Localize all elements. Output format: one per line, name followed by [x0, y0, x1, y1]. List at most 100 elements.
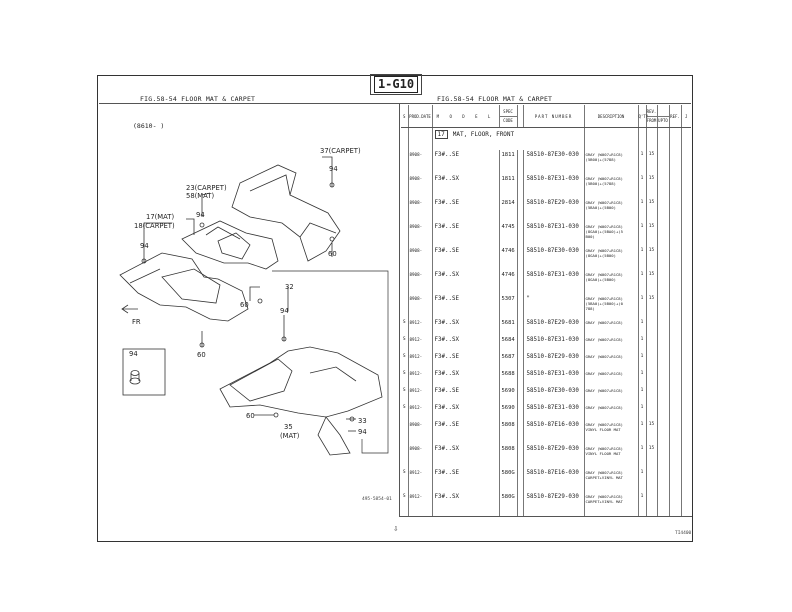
- cell-prod-date: 8908-: [407, 294, 432, 318]
- description-line: (8GA0)+(5B00): [585, 253, 616, 258]
- header-from: FROM: [646, 116, 657, 123]
- header-ref: REF.: [668, 105, 681, 128]
- cell-prod-date: 8912-: [407, 468, 432, 492]
- cell-description: GRAY (W007+R1C8)(5B00)+(5788): [583, 174, 638, 198]
- description-line: VINYL FLOOR MAT: [585, 451, 621, 456]
- cell-rev-upto: [656, 369, 669, 386]
- header-rev-from: REV.FROM: [645, 105, 657, 128]
- cell-prod-date: 8912-: [407, 403, 432, 420]
- group-name: MAT, FLOOR, FRONT: [452, 131, 515, 138]
- callout-94: 94: [140, 242, 149, 250]
- cell-marker: [516, 492, 523, 516]
- header-upto-label: UPTO: [657, 116, 669, 123]
- cell-ref: [668, 444, 681, 468]
- lower-mat-outline: [219, 346, 383, 418]
- cell-rev-upto: [656, 468, 669, 492]
- cell-rev-from: 15: [645, 270, 657, 294]
- cell-spec-code: 5687: [498, 352, 517, 369]
- cell-marker: [516, 335, 523, 352]
- cell-prod-date: 8912-: [407, 492, 432, 516]
- header-qty: Q'TY: [637, 105, 648, 128]
- cell-j: [680, 468, 691, 492]
- cell-part-number: 58510-87E31-030: [522, 335, 584, 352]
- cell-rev-upto: [656, 403, 669, 420]
- cell-marker: [516, 318, 523, 335]
- cell-j: [680, 174, 691, 198]
- cell-s: [401, 174, 408, 198]
- cell-rev-upto: [656, 492, 669, 516]
- cell-qty: 1: [637, 222, 646, 246]
- cell-j: [680, 335, 691, 352]
- cell-prod-date: 8908-: [407, 222, 432, 246]
- cell-j: [680, 352, 691, 369]
- cell-rev-upto: [656, 294, 669, 318]
- cell-part-number: 58510-87E29-030: [522, 492, 584, 516]
- cell-marker: [516, 420, 523, 444]
- header-code: CODE: [499, 116, 517, 123]
- description-line: GRAY (W007+R1C8): [585, 388, 623, 393]
- cell-spec-code: 5684: [498, 335, 517, 352]
- cell-rev-from: 15: [645, 420, 657, 444]
- cell-part-number: ": [522, 294, 584, 318]
- cell-description: GRAY (W007+R1C8)VINYL FLOOR MAT: [583, 420, 638, 444]
- cell-s: S: [402, 320, 406, 325]
- cell-rev-from: [645, 403, 657, 420]
- cell-marker: [516, 444, 523, 468]
- callout-94: 94: [358, 428, 367, 436]
- description-line: CARPET+VINYL MAT: [585, 499, 623, 504]
- cell-rev-upto: [656, 352, 669, 369]
- cell-part-number: 58510-87E31-030: [522, 403, 584, 420]
- header-spec-code: SPEC CODE: [498, 105, 517, 128]
- cell-rev-upto: [656, 246, 669, 270]
- header-s: S: [401, 105, 408, 128]
- cell-rev-from: 15: [645, 150, 657, 174]
- figure-title-right: FIG.58-54 FLOOR MAT & CARPET: [437, 95, 553, 103]
- cell-marker: [516, 198, 523, 222]
- cell-model: F3#..SX: [431, 403, 499, 420]
- cell-rev-from: [645, 369, 657, 386]
- cell-model: F3#..SE: [431, 352, 499, 369]
- cell-s: [401, 420, 408, 444]
- cell-qty: 1: [637, 386, 646, 403]
- cell-rev-from: 15: [645, 444, 657, 468]
- cell-spec-code: 4746: [498, 246, 517, 270]
- cell-prod-date: 8912-: [407, 352, 432, 369]
- cell-j: [680, 444, 691, 468]
- cell-spec-code: 5681: [498, 318, 517, 335]
- description-line: VINYL FLOOR MAT: [585, 427, 621, 432]
- header-spec: SPEC: [503, 109, 513, 114]
- cell-part-number: 58510-87E16-030: [522, 468, 584, 492]
- table-bottom-rule: [399, 516, 692, 517]
- cell-rev-upto: [656, 420, 669, 444]
- cell-prod-date: 8908-: [407, 444, 432, 468]
- cell-ref: [668, 369, 681, 386]
- header-rule: [99, 103, 691, 104]
- page-id: TI4400: [675, 531, 692, 536]
- callout-37: 37(CARPET): [320, 147, 361, 155]
- cell-ref: [668, 386, 681, 403]
- cell-model: F3#..SE: [431, 198, 499, 222]
- figure-title-left: FIG.58-54 FLOOR MAT & CARPET: [140, 95, 256, 103]
- callout-60: 60: [328, 250, 337, 258]
- cell-ref: [668, 352, 681, 369]
- cell-qty: 1: [637, 468, 646, 492]
- cell-j: [680, 420, 691, 444]
- rear-carpet-outline: [231, 164, 341, 262]
- cell-spec-code: 580G: [498, 468, 517, 492]
- cell-ref: [668, 150, 681, 174]
- cell-ref: [668, 270, 681, 294]
- cell-qty: 1: [637, 444, 646, 468]
- cell-prod-date: 8908-: [407, 174, 432, 198]
- cell-prod-date: 8908-: [407, 270, 432, 294]
- cell-ref: [668, 492, 681, 516]
- cell-model: F3#..SX: [431, 369, 499, 386]
- catalog-page-frame: [97, 75, 693, 542]
- description-line: GRAY (W007+R1C8): [585, 272, 623, 277]
- cell-spec-code: 580G: [498, 492, 517, 516]
- cell-ref: [668, 335, 681, 352]
